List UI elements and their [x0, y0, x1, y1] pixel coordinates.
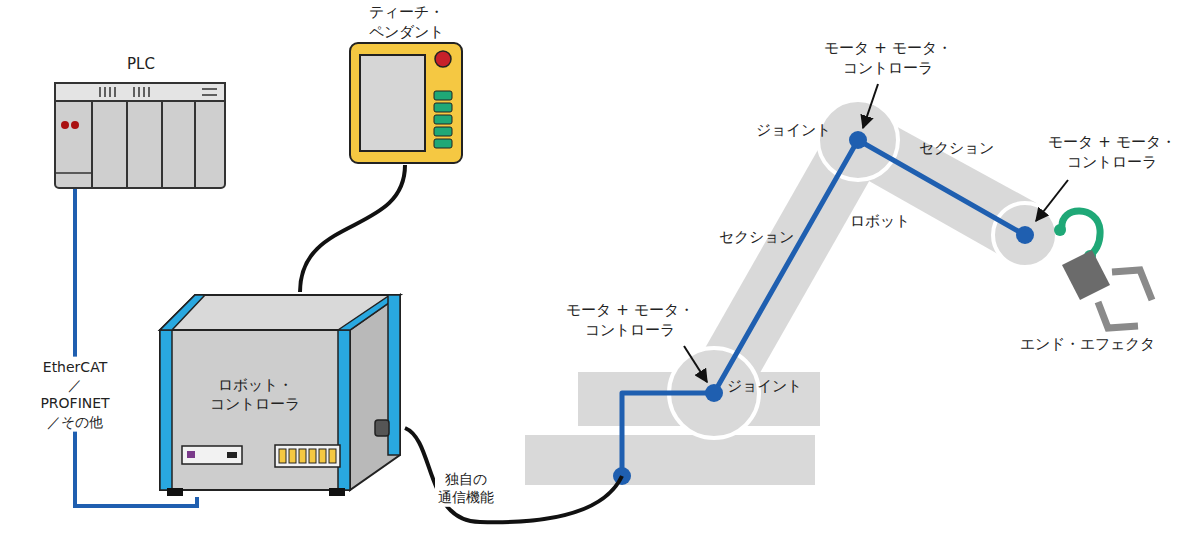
joint-label: ジョイント — [756, 121, 831, 141]
plc-unit-shape — [52, 55, 230, 188]
end-effector: エンド・エフェクタ — [1000, 200, 1175, 360]
plc-label: PLC — [52, 55, 230, 75]
motor-label: モータ + モータ・コントローラ — [1027, 133, 1197, 172]
pendant-cable — [300, 165, 405, 292]
connector-label: 独自の 通信機能 — [435, 469, 497, 507]
end-effector-label: エンド・エフェクタ — [1000, 335, 1175, 355]
robot-controller-shape — [155, 292, 405, 497]
motor-label: モータ + モータ・コントローラ — [545, 301, 715, 340]
section-label: セクション — [919, 139, 994, 159]
pendant-label: ティーチ・ ペンダント — [369, 3, 444, 42]
robot-cable — [405, 428, 622, 522]
connector-label: EtherCAT／ PROFINET／その他 — [37, 357, 112, 432]
joint-label: ジョイント — [727, 377, 802, 397]
robot-label: ロボット — [850, 212, 910, 232]
plc-unit: PLC — [52, 55, 230, 188]
section-label: セクション — [719, 228, 794, 248]
robot-controller: ロボット・ コントローラ — [155, 292, 405, 497]
teach-pendant: ティーチ・ ペンダント — [345, 3, 467, 165]
controller-label: ロボット・ コントローラ — [210, 376, 300, 415]
motor-label: モータ + モータ・コントローラ — [803, 39, 973, 78]
